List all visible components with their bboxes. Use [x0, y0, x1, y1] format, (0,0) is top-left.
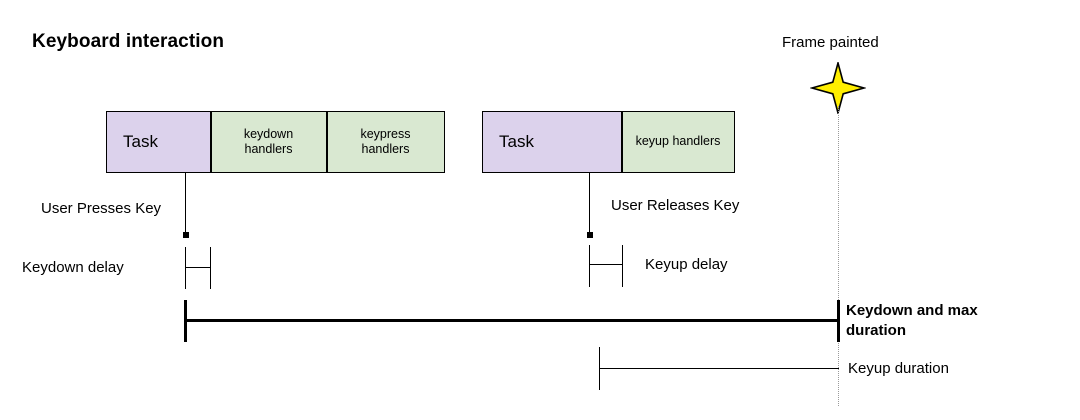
frame-painted-label: Frame painted — [782, 34, 879, 51]
keydown-duration-span — [183, 319, 840, 322]
keyup-delay-span — [589, 264, 623, 266]
keyup-handlers-box[interactable]: keyup handlers — [622, 111, 735, 173]
keyup-duration-label: Keyup duration — [848, 360, 949, 377]
keydown-handlers-line1: keydown — [243, 126, 294, 141]
first-task-group: Task keydown handlers keypress handlers — [106, 111, 445, 173]
box-divider-1 — [210, 111, 212, 173]
task-box-2[interactable]: Task — [482, 111, 622, 173]
task-box-1[interactable]: Task — [106, 111, 211, 173]
keypress-handlers-box[interactable]: keypress handlers — [327, 111, 445, 173]
second-task-group: Task keyup handlers — [482, 111, 735, 173]
keypress-handlers-line1: keypress — [360, 126, 411, 141]
keyup-delay-label: Keyup delay — [645, 256, 728, 273]
page-title: Keyboard interaction — [32, 31, 225, 52]
keydown-event-arrow-icon — [182, 232, 189, 238]
frame-painted-guideline — [838, 106, 839, 406]
keyup-delay-tick-start — [589, 245, 591, 287]
keyup-delay-tick-end — [622, 245, 624, 287]
user-releases-key-label: User Releases Key — [611, 197, 740, 214]
keydown-max-duration-label: Keydown and max duration — [846, 302, 978, 340]
keydown-delay-label: Keydown delay — [22, 259, 124, 276]
keyup-event-connector — [589, 173, 591, 235]
keydown-duration-tick-end — [837, 300, 840, 342]
keydown-handlers-box[interactable]: keydown handlers — [211, 111, 327, 173]
keyup-event-arrow-icon — [586, 232, 593, 238]
keypress-handlers-line2: handlers — [361, 142, 410, 156]
keydown-handlers-line2: handlers — [244, 142, 293, 156]
box-divider-3 — [621, 111, 623, 173]
box-divider-2 — [326, 111, 328, 173]
keydown-delay-span — [185, 267, 211, 269]
keydown-event-connector — [185, 173, 187, 235]
user-presses-key-label: User Presses Key — [41, 200, 162, 217]
keyup-duration-span — [599, 368, 839, 370]
